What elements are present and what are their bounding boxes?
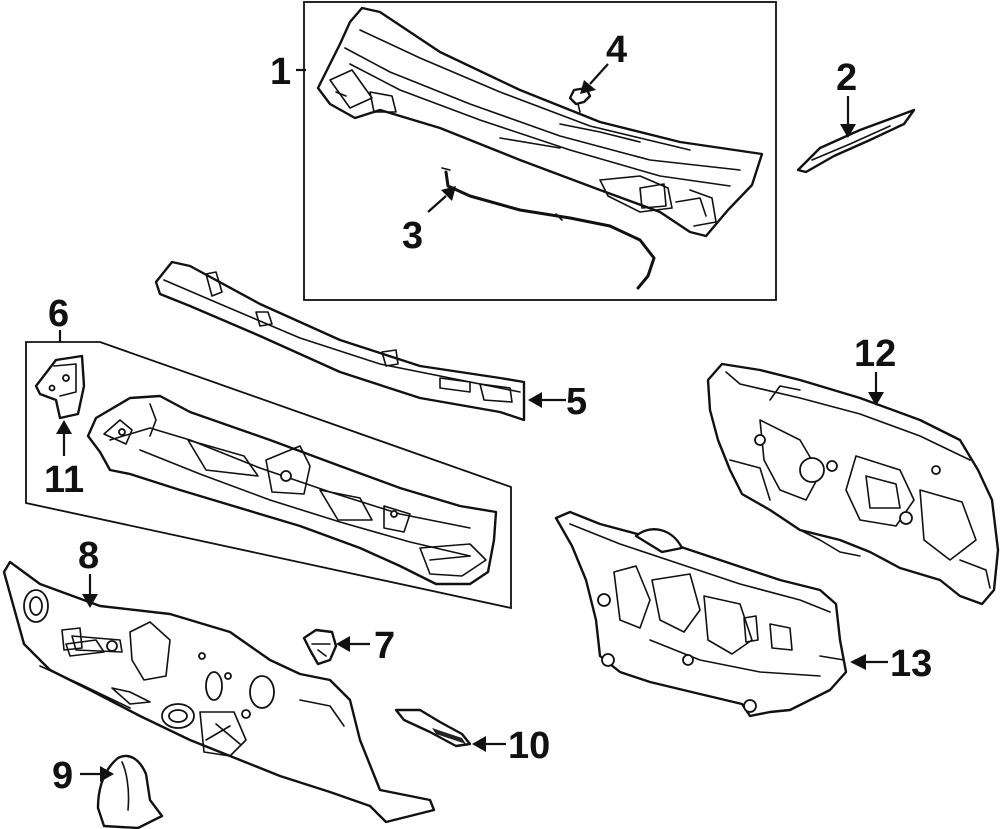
part-10-seal	[394, 708, 472, 748]
part-7-clip	[302, 628, 338, 666]
leader-12	[868, 372, 884, 406]
leader-8	[82, 574, 98, 608]
part-3-washer-hose	[441, 167, 656, 290]
callout-8: 8	[78, 535, 99, 577]
part-1-cowl-vent-panel	[316, 6, 764, 238]
leader-11	[56, 420, 72, 456]
callout-9: 9	[52, 755, 73, 797]
callout-13: 13	[890, 643, 932, 685]
callout-3: 3	[402, 215, 423, 257]
part-8-dash-silencer	[2, 560, 436, 824]
callout-12: 12	[854, 333, 896, 375]
part-12-dash-insulator	[706, 362, 1000, 606]
leader-5	[528, 392, 566, 408]
part-2-seal	[796, 108, 916, 174]
leader-4	[580, 63, 609, 94]
part-9-cover	[96, 754, 164, 829]
leader-13	[850, 654, 888, 670]
callout-6: 6	[48, 293, 69, 335]
callout-10: 10	[508, 725, 550, 767]
group-frame-1	[303, 1, 777, 301]
callout-4: 4	[606, 29, 627, 71]
callout-11: 11	[44, 459, 84, 501]
leader-2	[840, 96, 856, 138]
part-5-reinforcement	[154, 260, 526, 422]
leader-3	[427, 186, 456, 213]
callout-5: 5	[566, 381, 587, 423]
leader-10	[472, 736, 506, 752]
part-11-bracket	[34, 354, 86, 420]
callout-1: 1	[270, 51, 291, 93]
leader-9	[80, 766, 114, 782]
leader-7	[336, 636, 370, 652]
callout-2: 2	[836, 57, 857, 99]
part-6-plenum-panel	[86, 394, 498, 586]
callout-7: 7	[374, 625, 395, 667]
group-frame-6	[25, 341, 512, 610]
part-13-dash-panel	[554, 510, 848, 718]
